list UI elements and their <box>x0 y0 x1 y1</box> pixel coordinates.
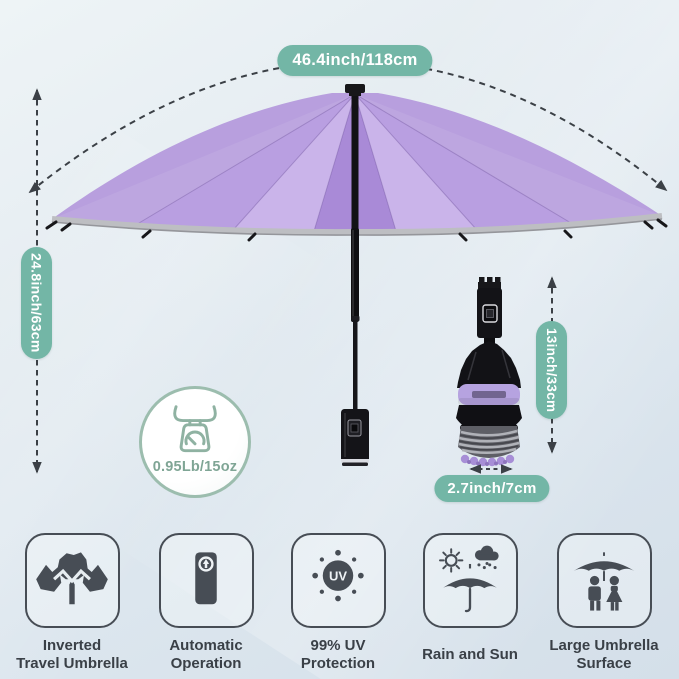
feature-label: 99% UV Protection <box>300 636 376 672</box>
automatic-handle-icon <box>195 551 217 604</box>
umbrella-handle <box>341 409 369 466</box>
uv-protection-icon: UV <box>312 549 364 601</box>
canopy-panel <box>355 94 662 226</box>
canopy-panel <box>234 94 355 231</box>
folded-width-label: 2.7inch/7cm <box>434 475 550 502</box>
feature-rain-and-sun: Rain and Sun <box>403 533 537 674</box>
feature-inverted-travel: Inverted Travel Umbrella <box>5 533 139 674</box>
rib-tips <box>45 218 668 242</box>
canopy-panel <box>355 94 476 231</box>
folded-umbrella <box>456 277 522 467</box>
feature-uv-protection: UV 99% UV Protection <box>271 533 405 674</box>
rain-and-sun-icon <box>439 545 499 612</box>
uv-badge-text: UV <box>329 568 347 583</box>
feature-label: Large Umbrella Surface <box>549 636 659 672</box>
canopy-seams <box>133 93 577 232</box>
feature-label: Automatic Operation <box>169 636 243 672</box>
feature-automatic-operation: Automatic Operation <box>139 533 273 674</box>
folded-canopy-lower <box>456 405 522 432</box>
feature-label: Inverted Travel Umbrella <box>16 636 128 672</box>
scale-icon <box>173 405 217 453</box>
inverted-umbrella-icon <box>36 551 108 604</box>
folded-length-label: 13inch/33cm <box>536 321 567 419</box>
canopy-panel <box>134 94 355 229</box>
top-ferrule-base <box>349 92 361 96</box>
umbrella-people-icon <box>573 551 635 611</box>
weight-label: 0.95Lb/15oz <box>152 459 238 475</box>
weight-badge: 0.95Lb/15oz <box>139 386 251 498</box>
top-ferrule <box>345 84 365 93</box>
canopy-width-label: 46.4inch/118cm <box>277 45 433 76</box>
canopy-panel <box>52 94 355 226</box>
feature-large-surface: Large Umbrella Surface <box>537 533 671 674</box>
open-height-label: 24.8inch/63cm <box>21 247 52 359</box>
folded-canopy-upper <box>457 341 521 388</box>
feature-label: Rain and Sun <box>422 645 518 663</box>
canopy-panel <box>355 94 576 229</box>
umbrella-pole <box>351 96 360 412</box>
open-umbrella <box>45 84 668 466</box>
handle-button <box>350 423 359 433</box>
band-brand-mark <box>472 391 506 398</box>
umbrella-illustration <box>28 60 668 474</box>
